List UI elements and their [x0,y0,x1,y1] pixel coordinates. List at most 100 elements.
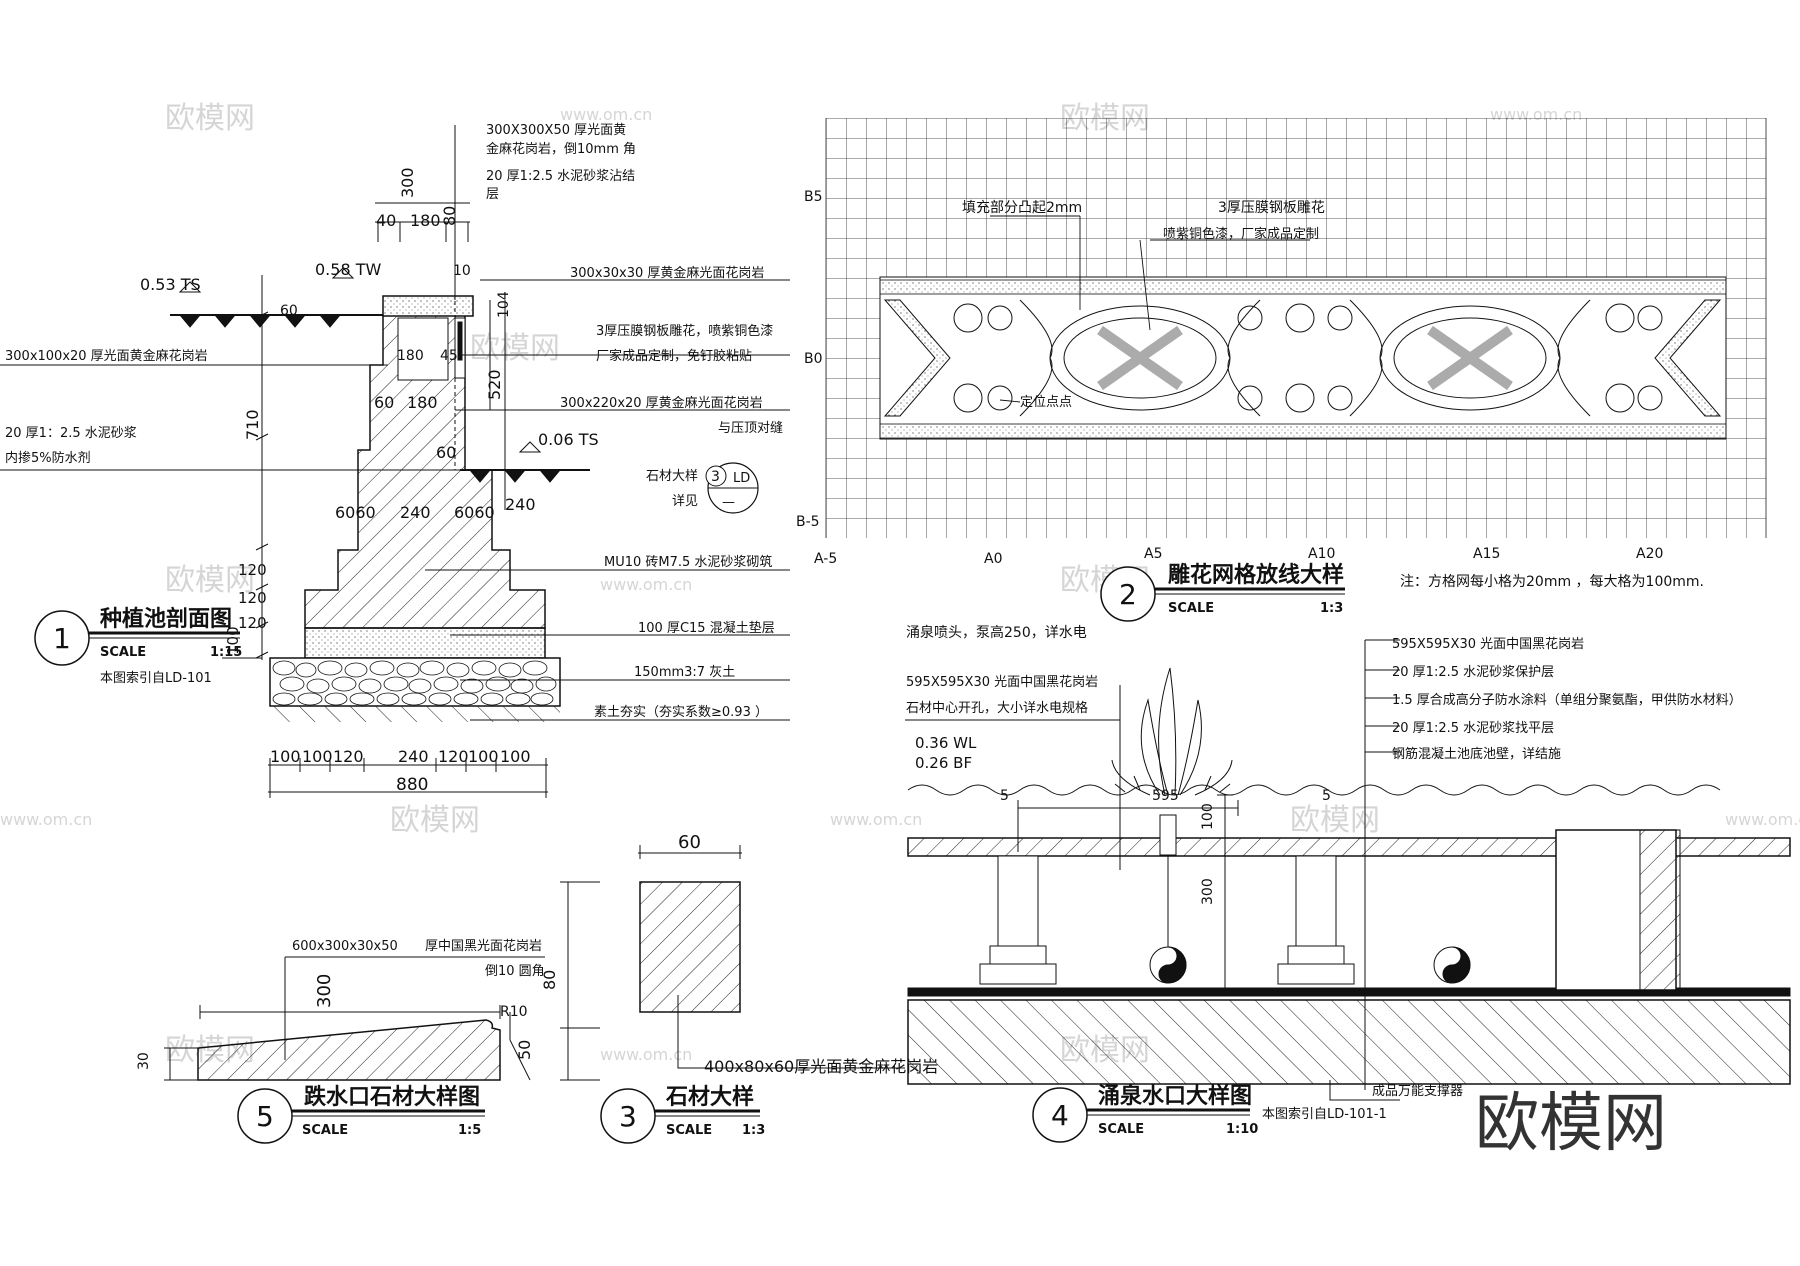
watermark-url: www.om.cn [1725,810,1800,829]
dim-120b: 120 [238,589,267,607]
watermark-brand: 欧模网 [1290,803,1380,838]
dim-5a: 5 [1000,788,1009,804]
note-stone-spec: 400x80x60厚光面黄金麻花岗岩 [704,1057,938,1076]
detail-number: 4 [1051,1099,1069,1132]
dim-60c: 60 [436,443,456,462]
note-fill-raised: 填充部分凸起2mm [962,200,1082,216]
note-r-waterproof: 1.5 厚合成高分子防水涂料（单组分聚氨酯，甲供防水材料） [1392,692,1742,708]
title-block-3: 3 石材大样 SCALE 1:3 [600,1084,765,1144]
detail-2-carved-grid [825,118,1767,538]
dim-120a: 120 [238,561,267,579]
note-r-3: 厂家成品定制，免钉胶粘贴 [596,348,752,364]
dim-60: 60 [280,303,298,319]
watermark-url: www.om.cn [0,810,92,829]
note-r-8: 150mm3:7 灰土 [634,665,735,680]
dim-180: 180 [410,211,441,230]
detail-number: 3 [619,1100,637,1133]
grid-label-a15: A15 [1473,546,1500,562]
grid-label-a20: A20 [1636,546,1663,562]
dim-240b: 240 [400,503,431,522]
detail-title: 种植池剖面图 [100,606,232,632]
dim-6060a: 6060 [335,503,376,522]
detail-number: 5 [256,1100,274,1133]
detail-4-fountain-outlet [905,639,1791,1101]
scale-label: SCALE [666,1123,712,1138]
note-top-4: 层 [486,187,499,202]
note-l-2: 20 厚1：2.5 水泥砂浆 [5,426,137,441]
dim-30: 30 [136,1052,152,1070]
title-block-5: 5 跌水口石材大样图 SCALE 1:5 [237,1084,485,1144]
elev-ts2: 0.06 TS [538,430,599,449]
detail-2-texts: B5 B0 B-5 A-5 A0 A5 A10 A15 A20 填充部分凸起2m… [796,189,1704,590]
grid-label-a-5: A-5 [814,551,837,567]
note-anchor-point: 定位点点 [1020,395,1072,410]
dim-b240: 240 [398,747,429,766]
dim-880: 880 [396,775,428,795]
note-top-3: 20 厚1:2.5 水泥砂浆沾结 [486,169,635,184]
callout-dash: — [722,495,735,510]
dim-180a: 180 [397,348,424,364]
scale-label: SCALE [1098,1122,1144,1137]
detail-4-texts: 涌泉喷头，泵高250，详水电 595X595X30 光面中国黑花岗岩 石材中心开… [906,624,1742,1099]
note-r-9: 素土夯实（夯实系数≥0.93 ） [594,705,768,720]
title-block-1: 1 种植池剖面图 SCALE 1:15 本图索引自LD-101 [34,606,242,686]
detail-title: 跌水口石材大样图 [304,1084,480,1110]
scale-value: 1:15 [210,645,242,660]
watermark-brand: 欧模网 [470,331,560,366]
note-r-7: 100 厚C15 混凝土垫层 [638,620,775,636]
note-r-screed: 20 厚1:2.5 水泥砂浆找平层 [1392,721,1554,736]
dim-100: 100 [1200,803,1216,830]
detail-3-stone [638,845,905,1069]
dim-45: 45 [440,348,458,364]
dim-300: 300 [1200,878,1216,905]
note-granite-slab: 595X595X30 光面中国黑花岗岩 [906,674,1098,690]
watermark-brand: 欧模网 [165,563,255,598]
dim-b100a: 100 [270,747,301,766]
watermark-url: www.om.cn [600,575,692,594]
note-support: 成品万能支撑器 [1372,1084,1463,1099]
note-fountain-head: 涌泉喷头，泵高250，详水电 [906,624,1087,641]
dim-b120a: 120 [333,747,364,766]
title-block-2: 2 雕花网格放线大样 SCALE 1:3 [1100,562,1345,622]
dim-50: 50 [515,1040,534,1060]
grid-label-b-5: B-5 [796,514,820,530]
detail-5-texts: 600x300x30x50 厚中国黑光面花岗岩 倒10 圆角 300 R10 8… [136,938,559,1070]
dim-104: 104 [496,291,512,318]
dim-80: 80 [440,206,459,226]
elev-ts1: 0.53 TS [140,275,201,294]
note-l-3: 内掺5%防水剂 [5,450,91,466]
detail-title: 石材大样 [665,1084,754,1110]
corner-watermark-logo: 欧模网 [1475,1087,1667,1161]
note-r-5: 与压顶对缝 [718,421,783,436]
note-steel-carving: 3厚压膜钢板雕花 [1218,200,1325,216]
dim-80: 80 [540,970,559,990]
dim-r10: R10 [500,1004,528,1020]
note-copper-paint: 喷紫铜色漆，厂家成品定制 [1163,226,1319,242]
note-stone-material: 厚中国黑光面花岗岩 [425,938,542,954]
grid-label-a5: A5 [1144,546,1162,562]
grid-footnote: 注：方格网每小格为20mm ，每大格为100mm. [1400,574,1704,590]
detail-3-texts: 60 400x80x60厚光面黄金麻花岗岩 [678,832,938,1076]
note-r-concrete: 钢筋混凝土池底池壁，详结施 [1392,746,1561,762]
note-r-2: 3厚压膜钢板雕花，喷紫铜色漆 [596,323,773,339]
elev-wl: 0.36 WL [915,734,977,752]
detail-title: 雕花网格放线大样 [1168,562,1344,588]
note-l-1: 300x100x20 厚光面黄金麻花岗岩 [5,348,208,364]
dim-b100b: 100 [302,747,333,766]
watermark-url: www.om.cn [560,105,652,124]
dim-300: 300 [314,974,335,1008]
watermark-url: www.om.cn [600,1045,692,1064]
note-top-2: 金麻花岗岩，倒10mm 角 [486,141,636,157]
note-r-1: 300x30x30 厚黄金麻光面花岗岩 [570,265,764,281]
elev-tw: 0.58 TW [315,260,381,279]
index-note: 本图索引自LD-101 [100,671,212,686]
detail-1-planting-pool-section [0,125,790,798]
note-stone-size: 600x300x30x50 [292,939,398,954]
note-r-4: 300x220x20 厚黄金麻光面花岗岩 [560,395,763,411]
detail-number: 1 [53,622,71,655]
dim-b100d: 100 [500,747,531,766]
dim-120c: 120 [238,614,267,632]
scale-label: SCALE [100,645,146,660]
grid-label-b0: B0 [804,351,823,367]
